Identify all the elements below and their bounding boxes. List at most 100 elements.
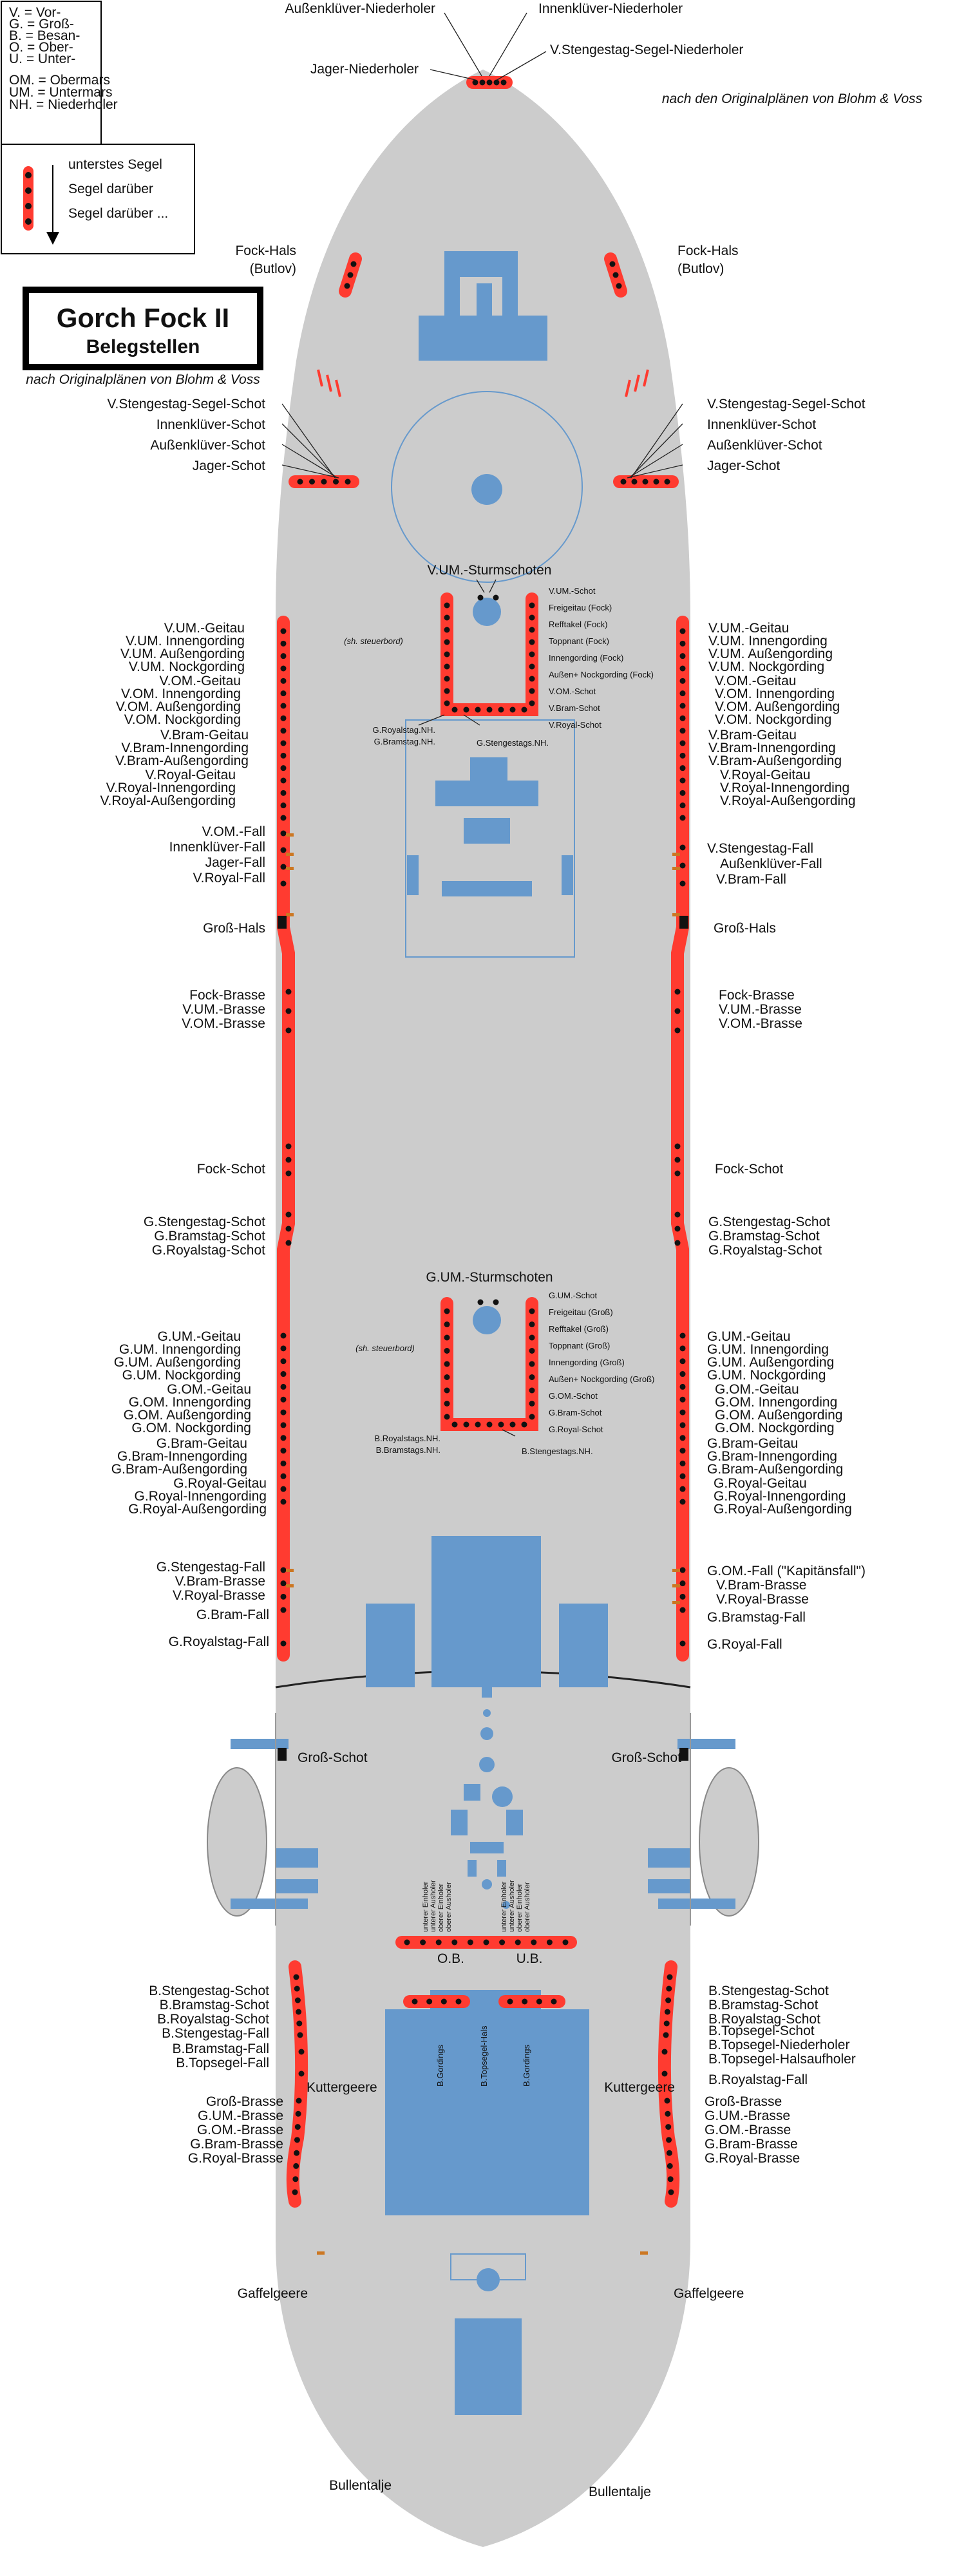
pin [280, 653, 287, 659]
pin [404, 1939, 410, 1946]
pin [444, 1374, 450, 1380]
labels: V. = Vor-G. = Groß-B. = Besan-O. = Ober-… [9, 1, 923, 2499]
fore-pinrack-item: Außen+ Nockgording (Fock) [549, 670, 654, 679]
pin [509, 706, 516, 713]
hash-mark [634, 374, 640, 392]
label-fore-right: V.Bram-Geitau [708, 728, 797, 743]
label-fore-left: V.Royal-Außengording [100, 793, 236, 808]
label-aft-left-schot: B.Bramstag-Schot [160, 1998, 270, 2012]
label-main-right: G.Royal-Innengording [714, 1489, 846, 1504]
pin [280, 1422, 287, 1428]
pin [444, 688, 450, 694]
pin [280, 752, 287, 759]
pin [455, 1998, 462, 2005]
pin [679, 1435, 686, 1441]
label-stag-schot-right: G.Stengestag-Schot [708, 1215, 830, 1229]
fore-pinrack-item: Refftakel (Fock) [549, 620, 608, 629]
pin [529, 1401, 535, 1406]
pin [674, 1211, 681, 1218]
label-main-right-fall: V.Bram-Brasse [716, 1578, 806, 1593]
pin [679, 1580, 686, 1587]
pin [280, 1396, 287, 1403]
label-aft-right-brasse: Groß-Brasse [705, 2094, 782, 2109]
hash-mark [625, 379, 631, 397]
pin [280, 1473, 287, 1479]
fore-pinrack-item: Freigeitau (Fock) [549, 603, 612, 612]
pin [280, 1409, 287, 1416]
main-pinrack-item: Freigeitau (Groß) [549, 1307, 613, 1317]
pin [294, 2124, 301, 2130]
pin [674, 1143, 681, 1150]
main-pinrack-item: Toppnant (Groß) [549, 1341, 610, 1350]
pin [620, 478, 627, 485]
pin [298, 2049, 305, 2055]
pin [666, 2137, 672, 2143]
label-main-left: G.Bram-Geitau [156, 1436, 247, 1451]
label-fore-left: V.OM. Innengording [121, 687, 241, 701]
pin [509, 1421, 516, 1428]
pin [296, 2098, 302, 2104]
label-stag-schot-right: G.Bramstag-Schot [708, 1229, 820, 1244]
label-fock-hals-right-2: (Butlov) [677, 261, 724, 276]
pin [679, 1486, 686, 1492]
pin [412, 1998, 418, 2005]
pin [280, 628, 287, 634]
pin [663, 2032, 669, 2038]
pin [679, 880, 686, 887]
fore-pinrack-item: Innengording (Fock) [549, 653, 623, 663]
pin [475, 706, 481, 713]
pin [463, 706, 469, 713]
pin [529, 639, 535, 645]
label-fore-right: V.Bram-Außengording [708, 753, 842, 768]
label-gaffelgeere-right: Gaffelgeere [674, 2286, 744, 2301]
pin [280, 1358, 287, 1365]
pin [486, 706, 493, 713]
legend-abbrev: G. = Groß- [9, 17, 74, 32]
label-fore-left: V.Royal-Innengording [106, 781, 236, 795]
pin [679, 790, 686, 796]
pin [280, 1383, 287, 1390]
pin [679, 765, 686, 772]
pin [507, 1998, 513, 2005]
label-fock-hals-right: Fock-Hals [677, 243, 739, 258]
label-bow-schot-right: V.Stengestag-Segel-Schot [707, 397, 866, 412]
pin [280, 740, 287, 746]
pin [280, 1371, 287, 1378]
label-bow-schot-right: Außenklüver-Schot [707, 438, 822, 453]
label-fore-left-fall: V.OM.-Fall [202, 824, 265, 839]
pin [529, 614, 535, 621]
pin [477, 594, 484, 601]
pin [285, 1027, 292, 1034]
label-fore-left: V.OM. Nockgording [124, 712, 241, 727]
label-fore-right: V.Bram-Innengording [708, 741, 836, 755]
pin [444, 627, 450, 633]
label-aft-left-schot: B.Stengestag-Fall [162, 2026, 269, 2041]
label-main-right: G.OM. Außengording [715, 1408, 842, 1423]
label-aft-left-brasse: G.Bram-Brasse [190, 2137, 283, 2152]
main-pinrack-bottom-left: B.Royalstags.NH. [374, 1434, 440, 1443]
pin [665, 2110, 671, 2117]
pin [285, 1008, 292, 1014]
main-pinrack-item: Innengording (Groß) [549, 1358, 625, 1367]
label-fore-left: V.OM. Außengording [116, 699, 241, 714]
pin [475, 1421, 481, 1428]
pin [444, 1401, 450, 1406]
label-bow-schot-left: V.Stengestag-Segel-Schot [107, 397, 265, 412]
pin [529, 1348, 535, 1354]
main-pinrack-item: Refftakel (Groß) [549, 1324, 609, 1334]
pin [679, 1460, 686, 1466]
label-fore-right: V.OM. Außengording [715, 699, 840, 714]
pin [679, 703, 686, 709]
pin [663, 2020, 670, 2027]
pin [521, 706, 527, 713]
label-fore-left: V.UM. Außengording [120, 647, 245, 661]
accent-mark [286, 867, 294, 870]
main-pinrack-item: G.Royal-Schot [549, 1425, 603, 1434]
label-aft-vertical: oberer Einholer [437, 1883, 445, 1932]
pin [498, 706, 504, 713]
accent-mark [286, 913, 294, 916]
label-aft-left-brasse: G.Royal-Brasse [188, 2151, 283, 2166]
pin [444, 1387, 450, 1394]
belaying-pins [280, 79, 686, 2195]
pin [679, 777, 686, 784]
